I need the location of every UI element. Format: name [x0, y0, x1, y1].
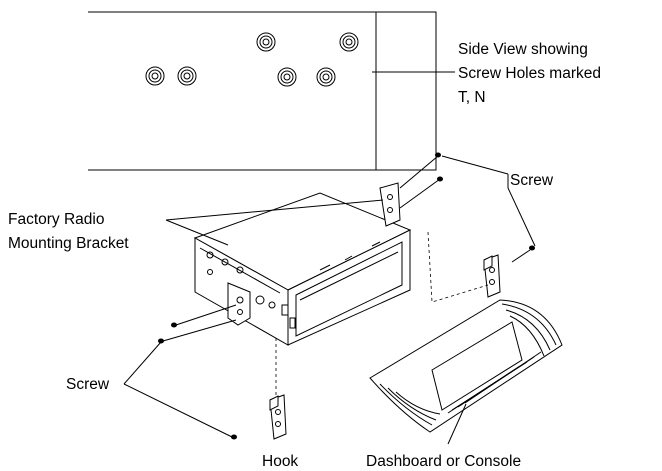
screw-left-leader [123, 341, 162, 385]
side-bracket-left [227, 282, 251, 326]
side-view-label-line1: Side View showing [458, 41, 588, 58]
screw-icon [158, 319, 237, 344]
side-view-label-line2: Screw Holes marked [458, 65, 601, 82]
screw-icon [399, 152, 441, 189]
dashboard-console [369, 299, 563, 433]
dashboard-label: Dashboard or Console [366, 453, 521, 470]
hook-bracket-right [483, 254, 501, 298]
side-view-panel [88, 11, 455, 171]
factory-leader-line [165, 199, 384, 221]
hook-bracket-lower [269, 394, 287, 440]
factory-label-line2: Mounting Bracket [8, 235, 129, 252]
factory-mounting-bracket-upper [379, 182, 401, 227]
screw-left-label: Screw [66, 376, 110, 393]
screw-icon [399, 176, 443, 209]
screw-icon [171, 304, 237, 328]
factory-label-line1: Factory Radio [8, 211, 104, 228]
screw-hole-icon [177, 66, 197, 86]
screw-hole-icon [145, 66, 165, 86]
hook-label: Hook [262, 453, 298, 470]
screw-icon [231, 434, 237, 440]
side-view-label-line3: T, N [458, 89, 486, 106]
screw-icon [511, 245, 535, 263]
screw-top-leader [441, 155, 509, 175]
screw-hole-icon [316, 67, 336, 87]
guide-dashed-line [427, 231, 489, 303]
screw-hole-icon [256, 32, 276, 52]
screw-left-leader [123, 383, 233, 438]
factory-leader-line [165, 219, 229, 246]
screw-top-label: Screw [510, 172, 554, 189]
screw-hole-icon [339, 32, 359, 52]
screw-hole-icon [277, 67, 297, 87]
dashboard-leader-line [447, 403, 467, 445]
screw-top-leader [507, 187, 536, 247]
